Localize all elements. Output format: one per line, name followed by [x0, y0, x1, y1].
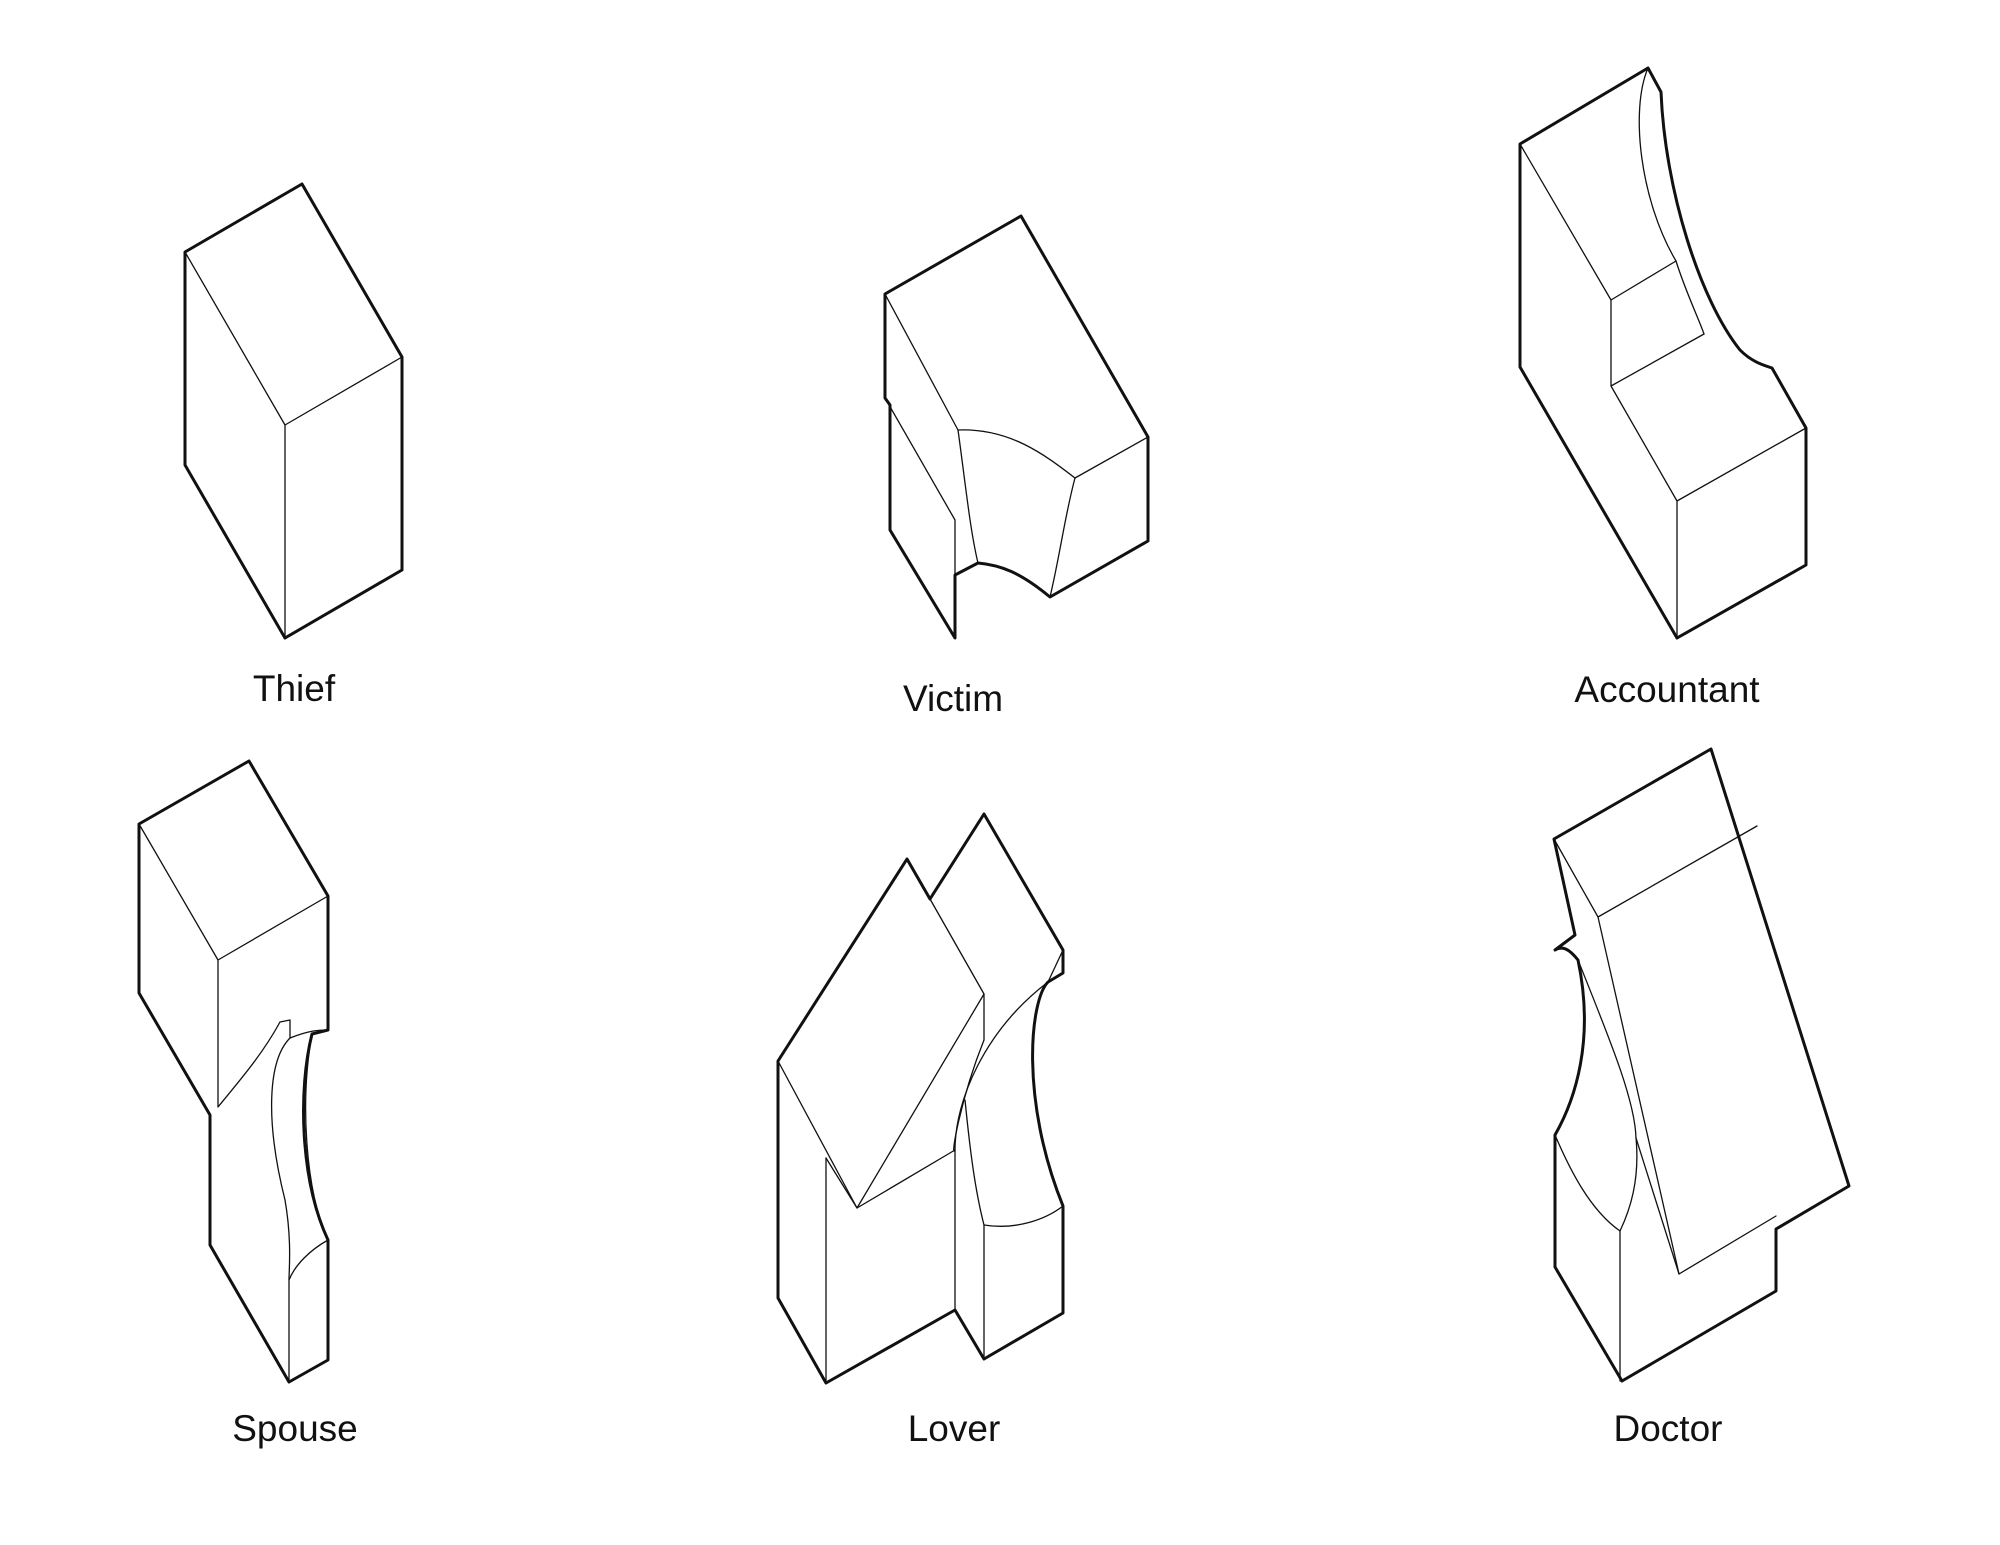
spouse-split-block-icon [137, 759, 330, 1384]
doctor-label: Doctor [1614, 1408, 1723, 1449]
lover-label: Lover [908, 1408, 1001, 1449]
doctor-tilted-slab-block-icon [1552, 747, 1851, 1383]
victim-block-with-notch-icon [883, 214, 1150, 640]
victim-label: Victim [903, 678, 1003, 719]
thief-label: Thief [253, 668, 336, 709]
lover-twin-gable-block-icon [776, 812, 1065, 1385]
thief-block-icon [183, 182, 404, 640]
accountant-block-with-concave-cut-icon [1518, 66, 1808, 640]
accountant-label: Accountant [1574, 669, 1760, 710]
spouse-label: Spouse [232, 1408, 358, 1449]
